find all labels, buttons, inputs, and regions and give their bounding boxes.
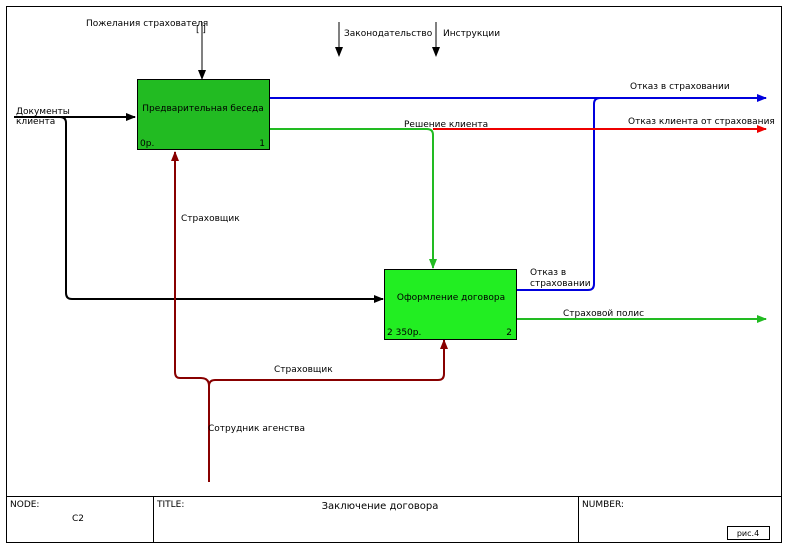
label-wishes: Пожелания страхователя xyxy=(86,19,208,29)
label-law: Законодательство xyxy=(344,29,433,39)
arrow-documents-box2[interactable] xyxy=(59,116,384,303)
label-policy: Страховой полис xyxy=(563,309,644,319)
label-instructions: Инструкции xyxy=(443,29,500,39)
arrow-refusal-box2[interactable] xyxy=(517,97,601,291)
footer-title-label: TITLE: xyxy=(156,500,184,510)
label-insurer-1: Страховщик xyxy=(181,214,240,224)
activity-2-name: Оформление договора xyxy=(397,293,505,303)
footer-node-value: С2 xyxy=(72,514,84,524)
arrow-client-decision[interactable] xyxy=(270,128,437,269)
label-documents: Документы клиента xyxy=(16,107,73,127)
footer-title-value: Заключение договора xyxy=(322,501,439,512)
footer-figure-box xyxy=(727,526,770,540)
label-refusal-box2: Отказ в страховании xyxy=(530,268,591,289)
label-client-decision: Решение клиента xyxy=(404,120,488,130)
arrow-agency-employee[interactable] xyxy=(208,339,448,482)
footer-node-label: NODE: xyxy=(10,500,39,510)
outer-frame xyxy=(6,6,782,543)
label-insurer-2: Страховщик xyxy=(274,365,333,375)
arrow-insurer-box1[interactable] xyxy=(171,151,210,387)
label-wishes-mark: [ ] xyxy=(196,25,206,35)
activity-1-cost: 0р. xyxy=(140,139,154,149)
activity-box-1[interactable] xyxy=(137,79,270,150)
activity-2-cost: 2 350р. xyxy=(387,328,421,338)
activity-1-number: 1 xyxy=(259,139,265,149)
activity-1-name: Предварительная беседа xyxy=(142,104,263,114)
label-client-refusal: Отказ клиента от страхования xyxy=(628,117,775,127)
activity-2-number: 2 xyxy=(506,328,512,338)
footer-number-label: NUMBER: xyxy=(582,500,624,510)
activity-box-2[interactable] xyxy=(384,269,517,340)
label-agency-employee: Сотрудник агенства xyxy=(208,424,305,434)
footer-figure: рис.4 xyxy=(737,529,759,538)
label-refusal-insurance: Отказ в страховании xyxy=(630,82,730,92)
